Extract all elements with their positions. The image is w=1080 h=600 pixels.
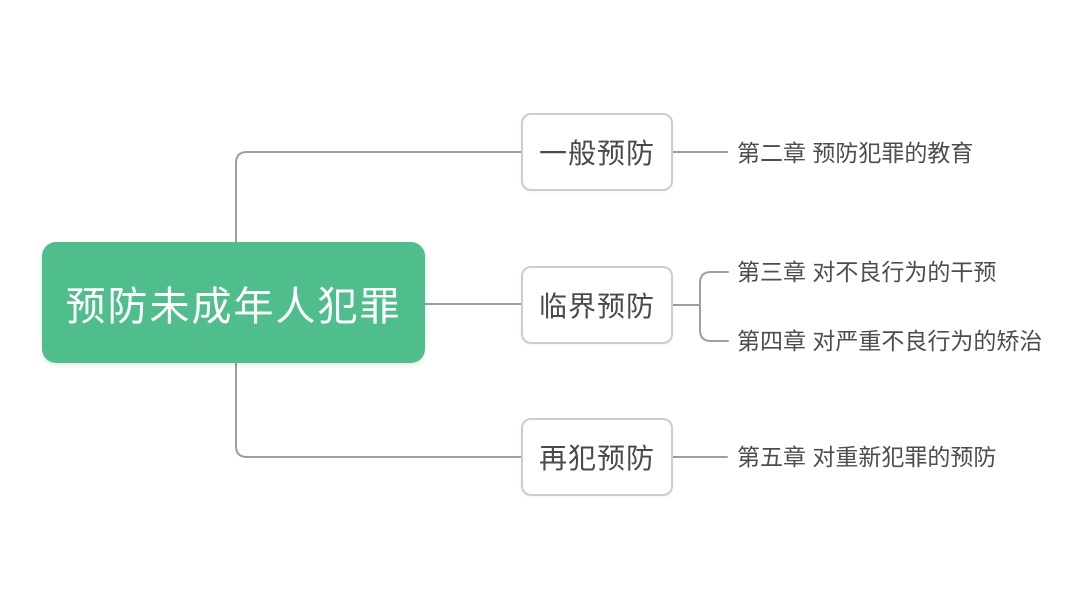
branch-node-label: 临界预防 bbox=[538, 291, 655, 322]
connector-branch2-bracket bbox=[699, 271, 729, 342]
branch-node-label: 再犯预防 bbox=[538, 443, 655, 474]
leaf-node-chapter3[interactable]: 第三章 对不良行为的干预 bbox=[737, 259, 997, 285]
leaf-node-chapter4[interactable]: 第四章 对严重不良行为的矫治 bbox=[737, 328, 1043, 354]
leaf-node-chapter5[interactable]: 第五章 对重新犯罪的预防 bbox=[737, 444, 997, 470]
branch-node-label: 一般预防 bbox=[538, 138, 655, 169]
branch-node-critical-prevention[interactable]: 临界预防 bbox=[521, 266, 673, 344]
branch-node-recidivism-prevention[interactable]: 再犯预防 bbox=[521, 418, 673, 496]
root-node-label: 预防未成年人犯罪 bbox=[65, 284, 402, 329]
root-node[interactable]: 预防未成年人犯罪 bbox=[42, 242, 425, 363]
branch-node-general-prevention[interactable]: 一般预防 bbox=[521, 113, 673, 191]
leaf-node-chapter2[interactable]: 第二章 预防犯罪的教育 bbox=[737, 140, 974, 166]
